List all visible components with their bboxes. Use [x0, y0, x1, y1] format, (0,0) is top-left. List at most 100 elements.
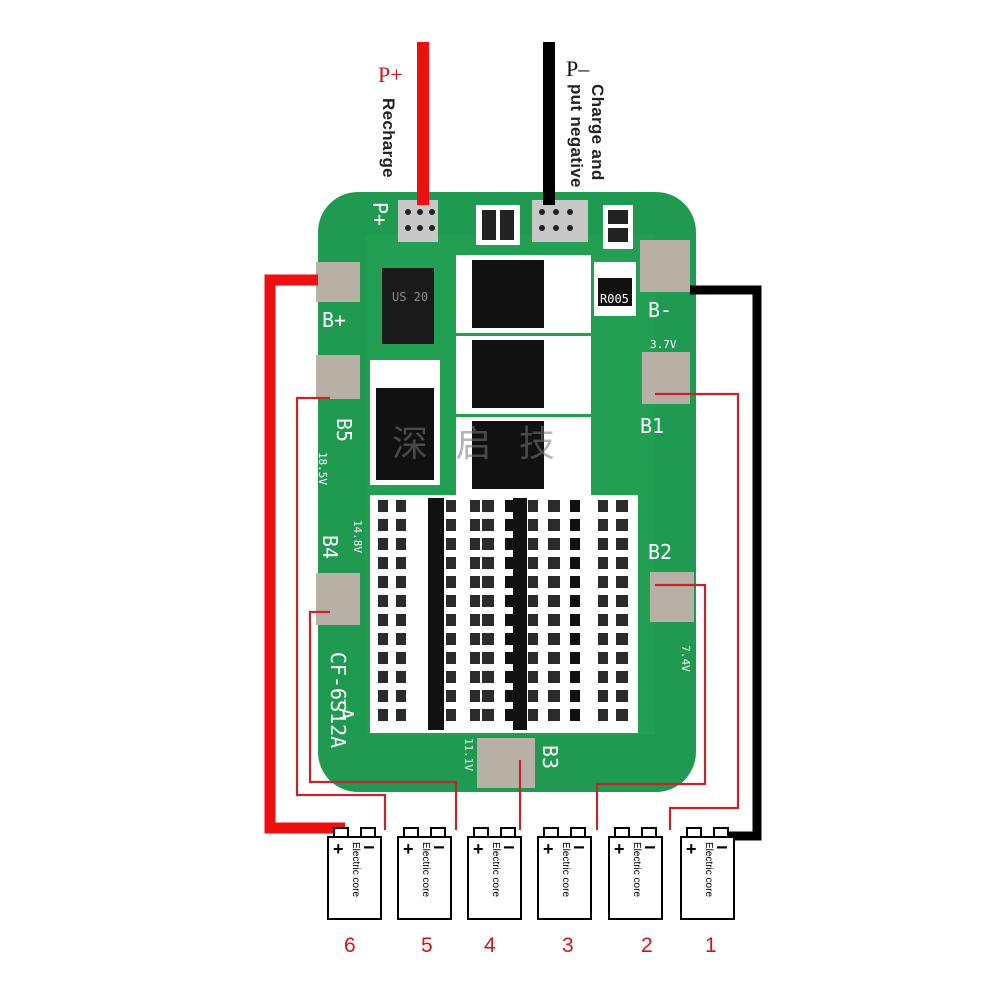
balance-component: [598, 500, 608, 512]
battery-cell: +−Electric core: [327, 827, 382, 920]
balance-component: [446, 614, 456, 626]
silk-b1: B1: [640, 414, 665, 438]
cell-number: 6: [344, 934, 356, 957]
pad-b3: [477, 738, 535, 788]
put-negative-label: put negative: [567, 84, 586, 188]
wire-b-minus: [690, 285, 762, 841]
cell-minus-sign: −: [573, 837, 585, 859]
cell-number: 5: [421, 934, 433, 957]
cell-tab-positive: [686, 827, 702, 836]
balance-component: [548, 690, 560, 702]
cell-body: [327, 836, 382, 920]
balance-component: [470, 690, 480, 702]
balance-component: [505, 576, 515, 588]
watermark: 深 启 技: [392, 424, 563, 465]
balance-component: [482, 614, 494, 626]
balance-component: [616, 614, 628, 626]
silk-18-5v: 18.5V: [316, 451, 330, 486]
balance-component: [528, 519, 538, 531]
balance-component: [505, 595, 515, 607]
balance-component: [616, 709, 628, 721]
cell-body: [608, 836, 663, 920]
balance-component: [446, 652, 456, 664]
balance-component: [378, 690, 388, 702]
cell-body: [537, 836, 592, 920]
balance-component: [470, 500, 480, 512]
cell-plus-sign: +: [543, 839, 554, 859]
cell-name: Electric core: [703, 842, 714, 898]
balance-component: [616, 595, 628, 607]
balance-component: [505, 652, 515, 664]
balance-component: [616, 538, 628, 550]
balance-component: [548, 652, 560, 664]
balance-component: [378, 595, 388, 607]
balance-component: [470, 595, 480, 607]
balance-component: [570, 557, 580, 569]
balance-component: [470, 576, 480, 588]
balance-component: [548, 709, 560, 721]
silk-3-7v: 3.7V: [650, 338, 677, 351]
cell-minus-sign: −: [644, 837, 656, 859]
balance-component: [616, 557, 628, 569]
balance-component: [570, 690, 580, 702]
silk-b2: B2: [648, 540, 673, 564]
pad-b5: [316, 355, 360, 399]
balance-component: [505, 538, 515, 550]
balance-component: [598, 538, 608, 550]
balance-component: [396, 519, 406, 531]
balance-component: [470, 557, 480, 569]
balance-component: [482, 709, 494, 721]
cell-plus-sign: +: [333, 839, 344, 859]
cell-tab-negative: [713, 827, 729, 836]
pad-b-plus: [316, 262, 360, 302]
balance-component: [570, 633, 580, 645]
balance-component: [570, 614, 580, 626]
balance-component: [548, 595, 560, 607]
balance-component: [482, 633, 494, 645]
balance-component: [528, 633, 538, 645]
balance-component: [598, 633, 608, 645]
balance-component: [598, 709, 608, 721]
balance-component: [548, 633, 560, 645]
balance-component: [482, 557, 494, 569]
silk-14-8v: 14.8V: [351, 519, 365, 554]
balance-component: [505, 557, 515, 569]
balance-component: [396, 500, 406, 512]
balance-component: [616, 633, 628, 645]
cell-plus-sign: +: [686, 839, 697, 859]
cell-number: 2: [641, 934, 653, 957]
recharge-label: Recharge: [379, 98, 398, 178]
silk-11-1v: 11.1V: [462, 737, 476, 772]
balance-component: [470, 519, 480, 531]
balance-component: [482, 595, 494, 607]
balance-component: [505, 671, 515, 683]
balance-component: [378, 500, 388, 512]
balance-component: [396, 595, 406, 607]
cell-tab-negative: [360, 827, 376, 836]
balance-component: [598, 614, 608, 626]
balance-component: [548, 557, 560, 569]
balance-component: [548, 671, 560, 683]
balance-component: [598, 652, 608, 664]
balance-component: [528, 538, 538, 550]
balance-component: [470, 633, 480, 645]
wire-b-plus: [264, 274, 345, 834]
charge-and-label: Charge and: [588, 84, 607, 181]
balance-component: [446, 671, 456, 683]
balance-component: [505, 519, 515, 531]
balance-component: [570, 709, 580, 721]
balance-component: [396, 538, 406, 550]
cell-tab-positive: [614, 827, 630, 836]
balance-component: [616, 690, 628, 702]
balance-component: [505, 690, 515, 702]
silk-b5: B5: [332, 417, 357, 443]
balance-component: [378, 652, 388, 664]
silk-b3: B3: [538, 744, 563, 770]
balance-component: [396, 709, 406, 721]
balance-component: [396, 633, 406, 645]
balance-component: [616, 519, 628, 531]
cell-tab-positive: [333, 827, 349, 836]
resistor-code: R005: [600, 292, 629, 306]
balance-component: [548, 519, 560, 531]
